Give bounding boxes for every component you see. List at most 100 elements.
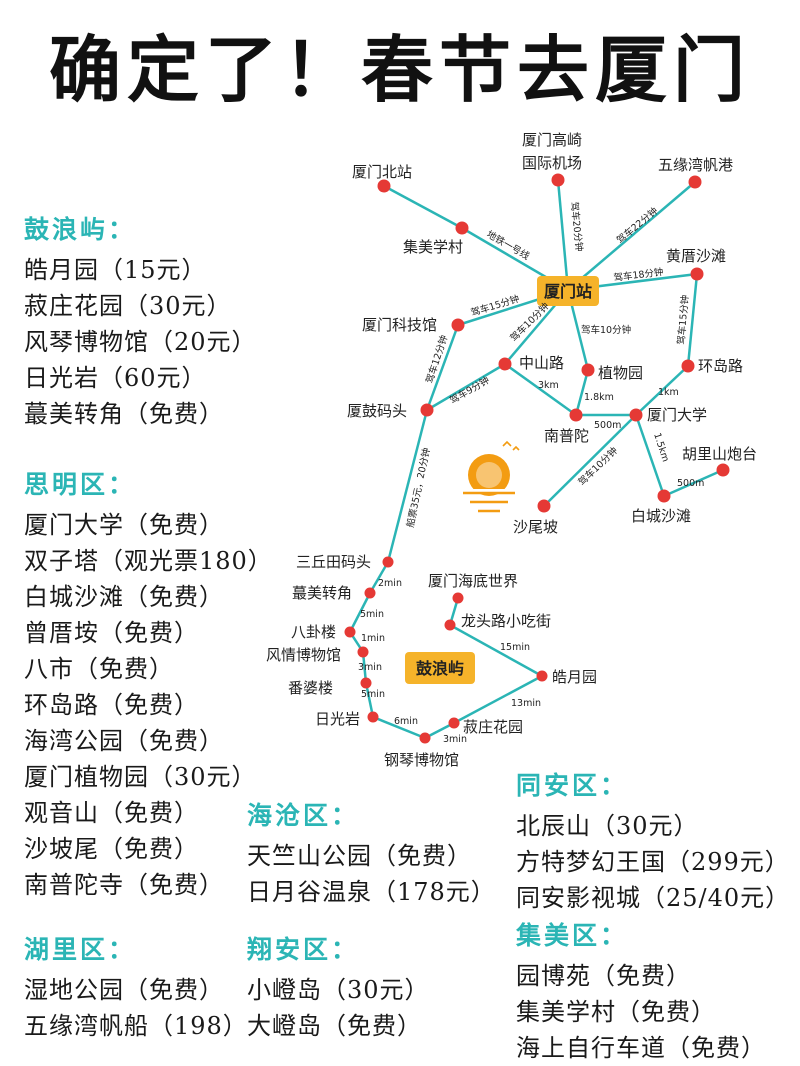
list-item: 菽庄花园（30元） [24,292,232,320]
node-sunlight-rock [367,711,379,723]
node-xmu [629,408,643,422]
node-labels: 厦门北站 厦门高崎 国际机场 五缘湾帆港 集美学村 黄厝沙滩 厦门科技馆 中山路… [266,131,757,769]
list-item: 天竺山公园（免费） [247,842,472,870]
node-fengqing [357,646,369,658]
list-item: 曾厝垵（免费） [24,619,199,647]
label-airport-1: 厦门高崎 [522,131,582,149]
node-botanical [581,363,595,377]
label-shuzhuang: 菽庄花园 [463,718,523,736]
node-shapowei [537,499,551,513]
edge-label-6min: 6min [394,716,418,727]
label-sunlight-rock: 日光岩 [315,710,360,728]
sunset-icon [462,440,520,513]
label-huangcuo: 黄厝沙滩 [666,247,726,265]
list-item: 蕞美转角（免费） [24,400,224,428]
section-title: 同安区： [516,771,629,800]
label-fanpo: 番婆楼 [288,679,333,697]
node-haoyue [536,670,548,682]
node-zuimei [364,587,376,599]
node-airport [551,173,565,187]
list-item: 集美学村（免费） [516,998,716,1026]
node-huangcuo [690,267,704,281]
node-longtou [444,619,456,631]
list-item: 日月谷温泉（178元） [247,878,496,906]
node-jimei-school [455,221,469,235]
label-xiamen-north: 厦门北站 [352,163,412,181]
edge-label-5min-a: 5min [360,609,384,620]
node-huandao [681,359,695,373]
list-item: 北辰山（30元） [516,812,699,840]
label-zhongshan: 中山路 [519,354,564,372]
edge-label-13min: 13min [511,698,541,709]
label-xiagu-pier: 厦鼓码头 [347,402,407,420]
node-sanqiutian [382,556,394,568]
list-item: 海湾公园（免费） [24,727,224,755]
section-title: 湖里区： [24,935,137,964]
hub-xiamen-station-label: 厦门站 [544,282,592,301]
label-zuimei: 蕞美转角 [292,584,352,602]
label-haoyue: 皓月园 [552,668,597,686]
node-nanputuo [569,408,583,422]
section-tongan: 同安区： 北辰山（30元） 方特梦幻王国（299元） 同安影视城（25/40元） [516,768,790,916]
section-title: 鼓浪屿： [24,215,137,244]
section-title: 翔安区： [247,935,360,964]
edge-label-500m-np: 500m [594,420,621,431]
label-wuyuanwan: 五缘湾帆港 [658,156,733,174]
list-item: 日光岩（60元） [24,364,207,392]
edge-label-15min: 15min [500,642,530,653]
label-airport-2: 国际机场 [522,154,582,172]
list-item: 八市（免费） [24,655,174,683]
list-item: 园博苑（免费） [516,962,691,990]
label-longtou: 龙头路小吃街 [461,612,551,630]
node-fanpo [360,677,372,689]
edge-label-1-8km: 1.8km [584,392,614,403]
node-xiagu-pier [420,403,434,417]
edge-label-500m-hl: 500m [677,478,704,489]
list-item: 大嶝岛（免费） [247,1012,422,1040]
list-item: 小嶝岛（30元） [247,976,430,1004]
label-xmu: 厦门大学 [647,406,707,424]
node-piano-museum [419,732,431,744]
label-hulishan: 胡里山炮台 [682,445,757,463]
label-nanputuo: 南普陀 [544,427,589,445]
node-zhongshan [498,357,512,371]
label-huandao: 环岛路 [698,357,743,375]
list-item: 厦门植物园（30元） [24,763,257,791]
label-baicheng: 白城沙滩 [631,507,691,525]
edge-label-1-5km: 1.5km [651,432,671,464]
label-sanqiutian: 三丘田码头 [296,553,371,571]
list-item: 环岛路（免费） [24,691,199,719]
hub-gulangyu: 鼓浪屿 [405,652,475,684]
node-wuyuanwan [688,175,702,189]
list-item: 同安影视城（25/40元） [516,884,791,912]
section-xiangan: 翔安区： 小嶝岛（30元） 大嶝岛（免费） [247,932,430,1044]
list-item: 观音山（免费） [24,799,199,827]
edge-label-drive15-hd: 驾车15分钟 [675,294,691,345]
edge-label-3min-b: 3min [443,734,467,745]
label-bagua: 八卦楼 [291,623,336,641]
section-haicang: 海沧区： 天竺山公园（免费） 日月谷温泉（178元） [247,798,496,910]
edge-label-ferry: 船票35元，20分钟 [404,447,433,529]
edge-label-drive20: 驾车20分钟 [568,201,585,252]
edge-label-1km: 1km [658,387,679,398]
list-item: 双子塔（观光票180） [24,547,273,575]
label-tech-museum: 厦门科技馆 [362,316,437,334]
node-baicheng [657,489,671,503]
list-item: 皓月园（15元） [24,256,207,284]
route-nodes [344,173,730,744]
section-title: 集美区： [516,921,629,950]
edge-label-5min-b: 5min [361,689,385,700]
list-item: 海上自行车道（免费） [516,1034,766,1062]
list-item: 方特梦幻王国（299元） [516,848,790,876]
hub-gulangyu-label: 鼓浪屿 [416,659,464,678]
list-item: 南普陀寺（免费） [24,871,224,899]
edge-label-drive10-bot: 驾车10分钟 [581,324,631,336]
node-xiamen-north [377,179,391,193]
section-gulangyu: 鼓浪屿： 皓月园（15元） 菽庄花园（30元） 风琴博物馆（20元） 日光岩（6… [24,212,257,432]
edge-label-3km: 3km [538,380,559,391]
label-jimei-school: 集美学村 [403,238,463,256]
edge-label-2min: 2min [378,578,402,589]
edge-label-drive22: 驾车22分钟 [614,205,660,246]
list-item: 风琴博物馆（20元） [24,328,257,356]
